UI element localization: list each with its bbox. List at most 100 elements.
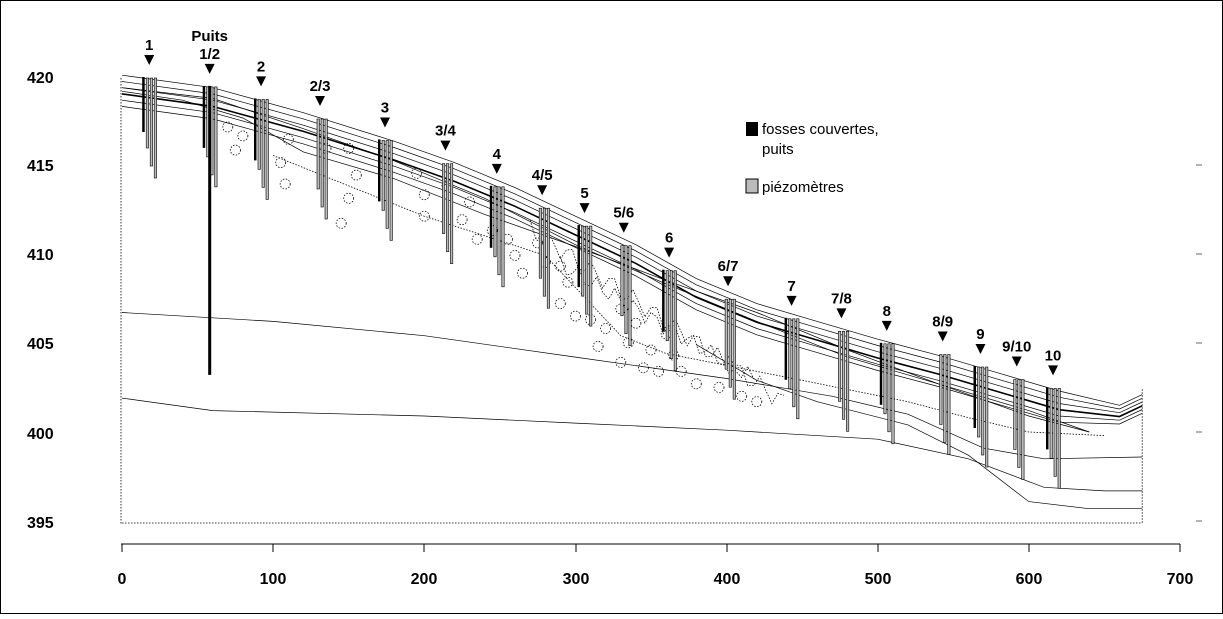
piezometer-tube [214, 86, 218, 188]
gravel-pebble [630, 317, 642, 329]
section-label: 2 [257, 58, 265, 75]
x-tick-label: 400 [714, 571, 741, 588]
y-tick-label: 405 [27, 336, 54, 353]
gravel-pebble [350, 169, 362, 181]
piezometer-tube [792, 318, 796, 408]
gravel-pebble [282, 133, 294, 145]
stratum-line [121, 99, 1143, 421]
trench-bar [142, 77, 145, 132]
gravel-pebble [418, 189, 430, 201]
layer-lines [121, 74, 1143, 524]
x-tick-label: 200 [411, 571, 438, 588]
y-tick-label: 420 [27, 70, 54, 87]
gravel-pebble [509, 249, 521, 261]
section-arrow [256, 76, 267, 87]
section-arrow [723, 276, 734, 287]
deep-layer-line [121, 397, 1143, 492]
piezometer-tube [887, 343, 891, 433]
piezometer-tube [891, 343, 895, 445]
piezometer-tube [153, 77, 157, 179]
section-label: 1/2 [199, 46, 220, 63]
gravel-pebble [570, 310, 581, 322]
stratum-line [121, 87, 1143, 414]
piezometer-tube [149, 77, 153, 167]
piezometer-tube [538, 207, 542, 279]
gravel-pebble [645, 344, 657, 356]
section-label: 7 [787, 278, 795, 295]
piezometer-tube [724, 298, 728, 370]
section-arrow [440, 140, 451, 151]
piezometer-tube [389, 140, 393, 241]
piezometer-tube [1057, 388, 1061, 489]
piezometer-tube [450, 163, 454, 264]
gravel-pebble [418, 210, 430, 222]
piezometer-tube [493, 186, 497, 258]
legend-swatch-piezometer [745, 178, 759, 194]
section-label: 6 [665, 230, 673, 247]
piezometer-tube [1013, 379, 1017, 450]
gravel-pebble [517, 267, 528, 279]
piezometer-tube [316, 118, 320, 190]
legend: fosses couvertes, puits piézomètres [745, 121, 879, 196]
section-label: 2/3 [310, 78, 331, 95]
piezometer-tube [939, 354, 943, 425]
piezometer-tube [324, 118, 328, 220]
section-label: 4/5 [532, 167, 553, 184]
piezometer-tube [446, 163, 450, 252]
section-label: 3 [381, 99, 389, 116]
section-arrow [664, 247, 675, 258]
gravel-pebble [713, 381, 725, 393]
piezometer-tube [1053, 388, 1057, 477]
gravel-pebble [532, 237, 543, 249]
gravel-pebble [343, 192, 355, 204]
gravel-lower-boundary [272, 155, 1105, 436]
gravel-pebble [275, 157, 287, 169]
piezometer-tube [628, 245, 632, 346]
piezometer-tube [320, 118, 324, 208]
gravel-pebble [335, 217, 347, 229]
y-axis-ticks: 420 415 410 405 400 395 [27, 70, 54, 532]
stratum-line [121, 81, 1143, 410]
piezometer-tube [669, 270, 673, 360]
piezometer-tube [381, 140, 385, 211]
section-arrow [144, 55, 155, 65]
section-label: 4 [493, 146, 502, 163]
piezometer-tube [947, 354, 951, 455]
section-arrow [491, 163, 502, 174]
instruments [142, 77, 1061, 489]
section-label: 1 [145, 37, 153, 54]
section-label: 3/4 [435, 123, 457, 140]
section-arrow [836, 308, 847, 319]
section-label: 10 [1045, 347, 1062, 364]
section-label: 8/9 [932, 314, 953, 331]
gravel-pebble [615, 356, 627, 368]
y-tick-label: 415 [27, 158, 54, 175]
piezometer-tube [846, 330, 850, 432]
gravel-pebble [585, 314, 596, 326]
section-label: 8 [883, 303, 891, 320]
piezometer-tube [985, 366, 989, 468]
section-label: 5/6 [613, 205, 634, 222]
piezometer-tube [728, 298, 732, 388]
gravel-pebble [456, 214, 468, 226]
trench-bar [254, 98, 257, 161]
gravel-pebble [562, 276, 574, 288]
x-tick-label: 300 [563, 571, 590, 588]
gravel-pebble [736, 390, 748, 402]
piezometer-tube [883, 343, 887, 415]
gravel-pebble [343, 142, 355, 154]
piezometer-tube [265, 99, 269, 200]
piezometer-tube [497, 186, 501, 276]
piezometer-tube [585, 225, 589, 315]
legend-swatch-trench [746, 122, 758, 136]
gravel-pebble [554, 298, 566, 310]
gravel-pebble [471, 233, 483, 245]
gravel-pebble [690, 378, 702, 390]
section-arrow [204, 63, 215, 74]
piezometer-tube [546, 207, 550, 309]
legend-label-trench-2: puits [762, 141, 794, 158]
piezometer-tube [620, 245, 624, 316]
